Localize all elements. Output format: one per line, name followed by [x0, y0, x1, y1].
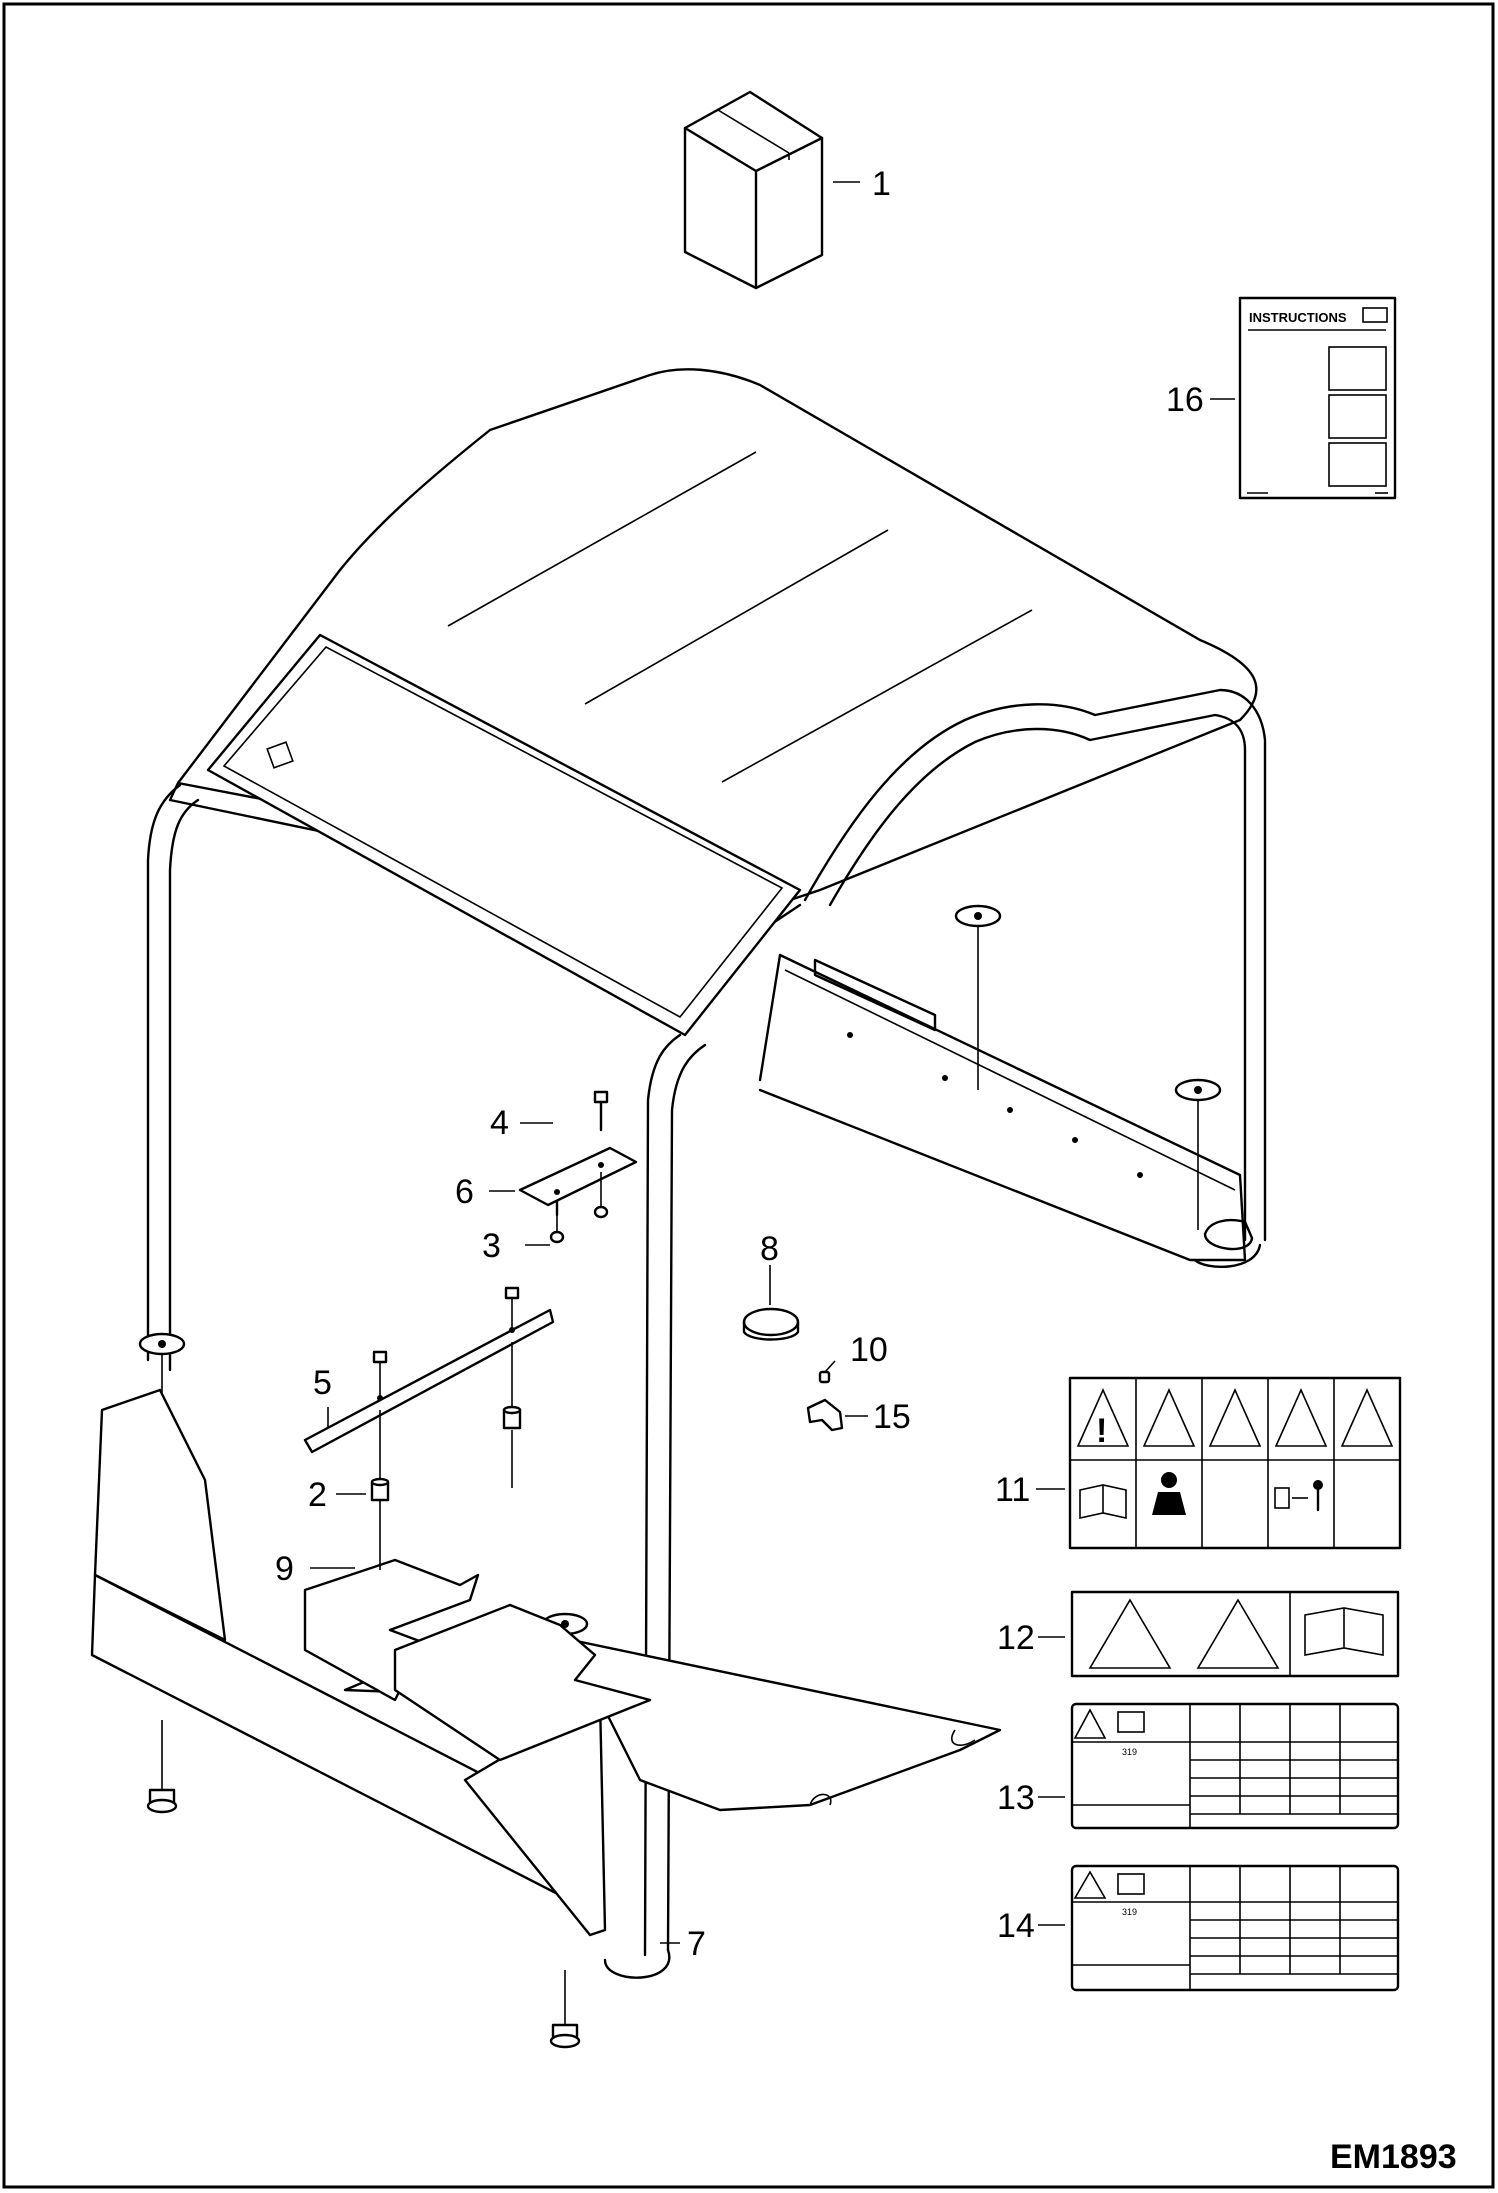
decal-14-model: 319	[1122, 1907, 1137, 1917]
mount-washers	[138, 904, 1222, 2025]
part-14-decal: 319	[1070, 1864, 1400, 1992]
instructions-label: INSTRUCTIONS	[1249, 310, 1347, 325]
part-7-canopy	[146, 368, 1267, 1979]
part-9-floor-mat	[303, 1558, 652, 1762]
part-10-clip	[818, 1370, 831, 1384]
callout-4: 4	[490, 1104, 509, 1142]
callouts: 1 2 3 4 5 6 7 8 9 10 11 12 13 14 15 16	[275, 165, 1204, 1963]
callout-5: 5	[313, 1364, 332, 1402]
part-11-decal: !	[1068, 1376, 1402, 1550]
part-6-plate	[518, 1146, 638, 1244]
part-8-plug	[742, 1307, 800, 1341]
part-16-instructions: INSTRUCTIONS	[1238, 296, 1397, 500]
decal-13-model: 319	[1122, 1747, 1137, 1757]
part-15-latch	[806, 1398, 844, 1432]
callout-14: 14	[997, 1907, 1035, 1945]
callout-1: 1	[872, 165, 891, 203]
callout-7: 7	[687, 1925, 706, 1963]
callout-2: 2	[308, 1476, 327, 1514]
callout-15: 15	[873, 1398, 911, 1436]
callout-12: 12	[997, 1619, 1035, 1657]
callout-10: 10	[850, 1331, 888, 1369]
part-2-spacers	[370, 1405, 522, 1502]
svg-text:!: !	[1096, 1412, 1107, 1450]
callout-13: 13	[997, 1779, 1035, 1817]
part-13-decal: 319	[1070, 1702, 1400, 1830]
part-12-decal	[1070, 1590, 1400, 1678]
callout-9: 9	[275, 1550, 294, 1588]
part-5-plate	[303, 1298, 555, 1570]
callout-3: 3	[482, 1227, 501, 1265]
part-1-box	[683, 90, 824, 290]
callout-16: 16	[1166, 381, 1204, 419]
feet-nuts	[146, 1219, 1254, 2049]
callout-8: 8	[760, 1230, 779, 1268]
drawing-number: EM1893	[1330, 2138, 1457, 2176]
callout-11: 11	[995, 1471, 1030, 1509]
callout-6: 6	[455, 1173, 474, 1211]
leader-lines	[310, 181, 1235, 1944]
